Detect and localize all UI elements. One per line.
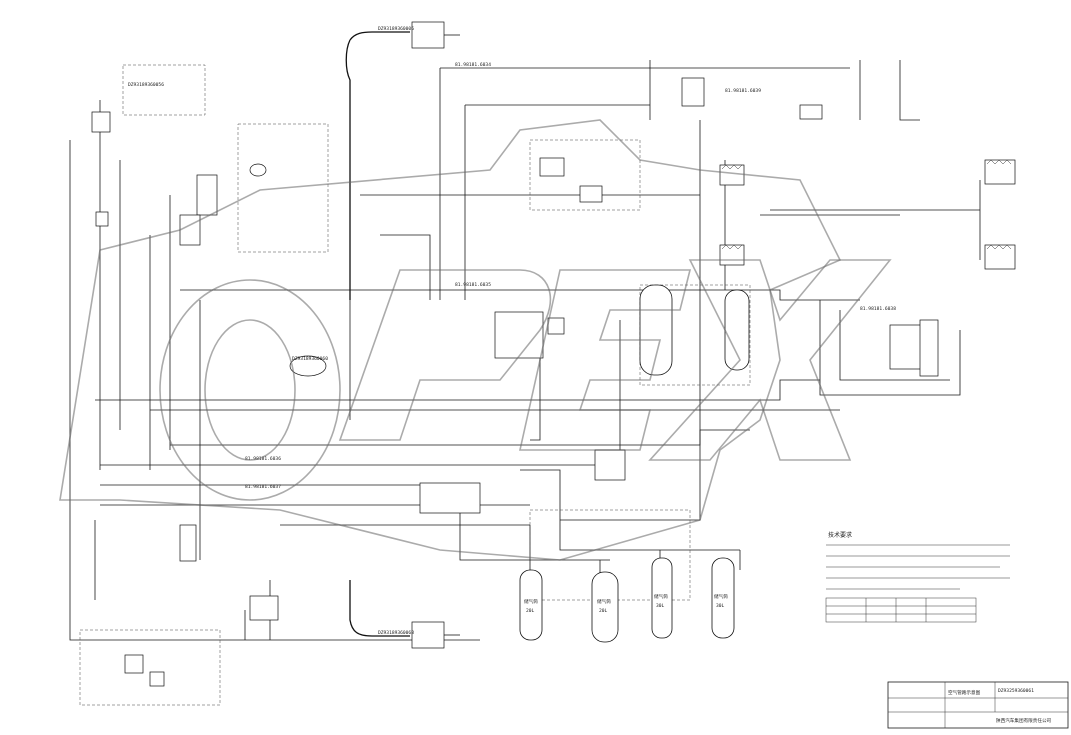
bottom-part-label: DZ93189360068 <box>378 630 414 636</box>
tank-d-label: 储气筒 <box>714 593 728 600</box>
air-tanks <box>519 284 750 643</box>
hose-label-6: 81.98181.6039 <box>725 88 761 94</box>
tank-c-volume: 30L <box>656 603 665 609</box>
tank-b-label: 储气筒 <box>597 598 611 605</box>
notes-title: 技术要求 <box>828 531 852 539</box>
spec-title: 空气管路示意图 <box>948 689 981 696</box>
components <box>91 77 1016 687</box>
hose-label-5: 81.98181.6038 <box>860 306 896 312</box>
pipe-network <box>69 60 981 641</box>
tank-labels: 储气筒 20L 储气筒 20L 储气筒 30L 储气筒 30L <box>524 593 728 614</box>
hose-label-4: 81.98181.6037 <box>245 484 281 490</box>
tank-d-volume: 30L <box>716 603 725 609</box>
tank-a-volume: 20L <box>526 608 535 614</box>
tank-a-label: 储气筒 <box>524 598 538 605</box>
opex-watermark <box>59 119 892 561</box>
top-part-label: DZ93189360006 <box>378 26 414 32</box>
hose-label-2: 81.98181.6035 <box>455 282 491 288</box>
spring-chambers <box>721 159 1012 250</box>
left-valve-label: DZ93189360056 <box>128 82 164 88</box>
pipe-labels: 81.98181.6034 81.98181.6035 81.98181.603… <box>128 26 896 636</box>
company-name: 陕西汽车集团有限责任公司 <box>996 717 1052 724</box>
tank-c-label: 储气筒 <box>654 593 668 600</box>
hose-label-3: 81.98181.6036 <box>245 456 281 462</box>
hose-label-1: 81.98181.6034 <box>455 62 491 68</box>
top-tank-label: DZ93189360060 <box>292 356 328 362</box>
tank-b-volume: 20L <box>599 608 608 614</box>
top-valve <box>411 21 460 49</box>
flex-hoses <box>345 31 410 637</box>
title-block: DZ93259360061 空气管路示意图 陕西汽车集团有限责任公司 <box>887 681 1069 729</box>
bottom-valve <box>411 621 460 649</box>
spec-number: DZ93259360061 <box>998 688 1034 694</box>
technical-notes: 技术要求 <box>825 531 1010 623</box>
